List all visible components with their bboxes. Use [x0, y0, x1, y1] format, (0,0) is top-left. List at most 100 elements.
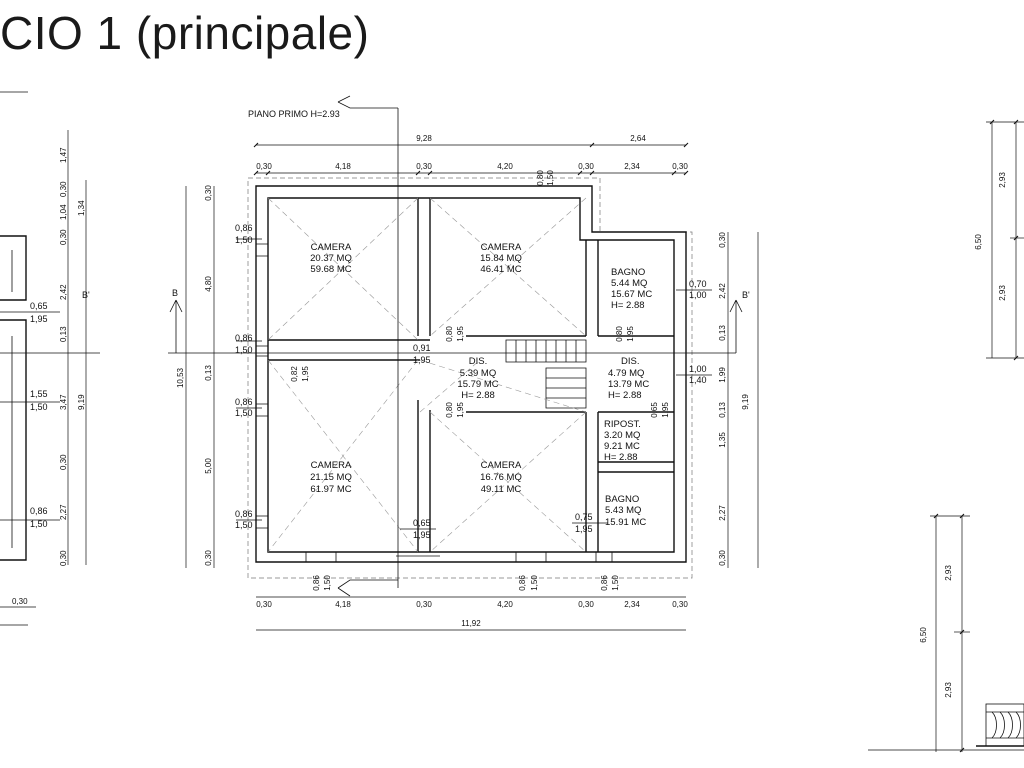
- door-ripost-a: 0,65: [650, 402, 659, 418]
- svg-text:BAGNO: BAGNO: [605, 494, 639, 505]
- svg-text:4.79 MQ: 4.79 MQ: [608, 368, 644, 379]
- door-cam4-a: 0,80: [445, 402, 454, 418]
- left-partial-open-0b: 1,95: [30, 314, 48, 324]
- svg-text:15.67 MC: 15.67 MC: [611, 289, 652, 300]
- lp-dim-7: 3,47: [59, 394, 68, 410]
- bottom-win3-a: 0,86: [600, 575, 609, 591]
- svg-text:46.41 MC: 46.41 MC: [480, 264, 521, 275]
- left-partial-open-1b: 1,50: [30, 402, 48, 412]
- svg-text:15.79 MC: 15.79 MC: [457, 379, 498, 390]
- section-top-1: 2,93: [998, 285, 1007, 301]
- svg-text:RIPOST.: RIPOST.: [604, 419, 641, 430]
- opening-labels: 0,70 1,00 1,00 1,40 0,91 1,95 0,65 1,95 …: [400, 279, 712, 540]
- left-outer-1: 4,80: [204, 276, 213, 292]
- section-b-right: B': [742, 290, 750, 300]
- top-small-0: 0,80: [536, 170, 545, 186]
- svg-text:H= 2.88: H= 2.88: [604, 452, 638, 463]
- win-l2-b: 1,50: [235, 408, 253, 418]
- top-part-5: 2,34: [624, 162, 640, 171]
- right-part-1: 2,42: [718, 283, 727, 299]
- door-ripost-b: 1,95: [661, 402, 670, 418]
- bottom-win2-b: 1,50: [530, 575, 539, 591]
- lp-dim-6: 0,13: [59, 326, 68, 342]
- lp-dim-10: 2,27: [59, 504, 68, 520]
- lp-dim-2: 1,04: [59, 204, 68, 220]
- right-part-5: 1,35: [718, 432, 727, 448]
- left-window-labels: 0,86 1,50 0,86 1,50 0,86 1,50 0,86 1,50: [235, 223, 253, 530]
- win-l2-a: 0,86: [235, 397, 253, 407]
- lp-bottom-dim: 0,30: [12, 597, 28, 606]
- svg-text:15.84 MQ: 15.84 MQ: [480, 253, 522, 264]
- bottom-dimensions: 0,30 4,18 0,30 4,20 0,30 2,34 0,30 11,92…: [256, 575, 688, 631]
- win-l0-b: 1,50: [235, 235, 253, 245]
- svg-text:5.43 MQ: 5.43 MQ: [605, 505, 641, 516]
- left-partial-plan: 0,65 1,95 1,55 1,50 0,86 1,50 1,47 0,30 …: [0, 91, 100, 626]
- top-part-3: 4,20: [497, 162, 513, 171]
- door-cam4-b: 1,95: [456, 402, 465, 418]
- win-l3-b: 1,50: [235, 520, 253, 530]
- dis-right-a: 1,00: [689, 364, 707, 374]
- win-l1-a: 0,86: [235, 333, 253, 343]
- left-partial-open-1a: 1,55: [30, 389, 48, 399]
- top-part-6: 0,30: [672, 162, 688, 171]
- door-cam3b-b: 1,95: [413, 530, 431, 540]
- win-l1-b: 1,50: [235, 345, 253, 355]
- bagno-top-b: 1,00: [689, 290, 707, 300]
- section-bottom-1: 2,93: [944, 682, 953, 698]
- svg-text:3.20 MQ: 3.20 MQ: [604, 430, 640, 441]
- left-partial-open-0a: 0,65: [30, 301, 48, 311]
- bottom-part-6: 0,30: [672, 600, 688, 609]
- bottom-win1-a: 0,86: [312, 575, 321, 591]
- corridor-a: 0,91: [413, 343, 431, 353]
- bottom-total: 11,92: [461, 619, 481, 628]
- top-dimensions: 9,28 2,64 0,30 4,18 0,30 4,20 0,30 2,34 …: [253, 134, 689, 186]
- left-outer-3: 5,00: [204, 458, 213, 474]
- lp-dim-5: 2,42: [59, 284, 68, 300]
- bottom-part-0: 0,30: [256, 600, 272, 609]
- svg-text:DIS.: DIS.: [621, 356, 639, 367]
- lp-dim-11: 0,30: [59, 550, 68, 566]
- bottom-part-3: 4,20: [497, 600, 513, 609]
- win-l0-a: 0,86: [235, 223, 253, 233]
- top-part-1: 4,18: [335, 162, 351, 171]
- door-cam3-a: 0,82: [290, 366, 299, 382]
- door-bagno2-a: 0,75: [575, 512, 593, 522]
- left-partial-open-2a: 0,86: [30, 506, 48, 516]
- lp-dim-3: 1,34: [77, 200, 86, 216]
- svg-text:13.79 MC: 13.79 MC: [608, 379, 649, 390]
- bottom-win3-b: 1,50: [611, 575, 620, 591]
- svg-text:20.37 MQ: 20.37 MQ: [310, 253, 352, 264]
- bottom-win2-a: 0,86: [518, 575, 527, 591]
- bagno-top-a: 0,70: [689, 279, 707, 289]
- svg-text:49.11 MC: 49.11 MC: [481, 484, 522, 495]
- balcony-railing-icon: [976, 703, 1024, 747]
- lp-dim-1: 0,30: [59, 181, 68, 197]
- lp-dim-9: 0,30: [59, 454, 68, 470]
- lp-dim-4: 0,30: [59, 229, 68, 245]
- door-bagno1-a: 0,80: [615, 326, 624, 342]
- right-part-0: 0,30: [718, 232, 727, 248]
- section-bottom-total: 6,50: [919, 627, 928, 643]
- svg-text:5.39 MQ: 5.39 MQ: [460, 368, 496, 379]
- lp-dim-8: 9,19: [77, 394, 86, 410]
- door-cam1-b: 1,95: [456, 326, 465, 342]
- svg-text:21.15 MQ: 21.15 MQ: [310, 472, 352, 483]
- svg-text:CAMERA: CAMERA: [481, 242, 522, 253]
- right-part-2: 0,13: [718, 325, 727, 341]
- section-b-left: B: [172, 288, 178, 298]
- bottom-part-5: 2,34: [624, 600, 640, 609]
- left-outer-0: 0,30: [204, 185, 213, 201]
- bottom-part-2: 0,30: [416, 600, 432, 609]
- left-dimensions: 0,30 4,80 0,13 5,00 0,30 10,53: [176, 185, 215, 568]
- door-cam3b-a: 0,65: [413, 518, 431, 528]
- corridor-b: 1,95: [413, 355, 431, 365]
- svg-text:16.76 MQ: 16.76 MQ: [480, 472, 522, 483]
- svg-text:CAMERA: CAMERA: [311, 460, 352, 471]
- section-top-0: 2,93: [998, 172, 1007, 188]
